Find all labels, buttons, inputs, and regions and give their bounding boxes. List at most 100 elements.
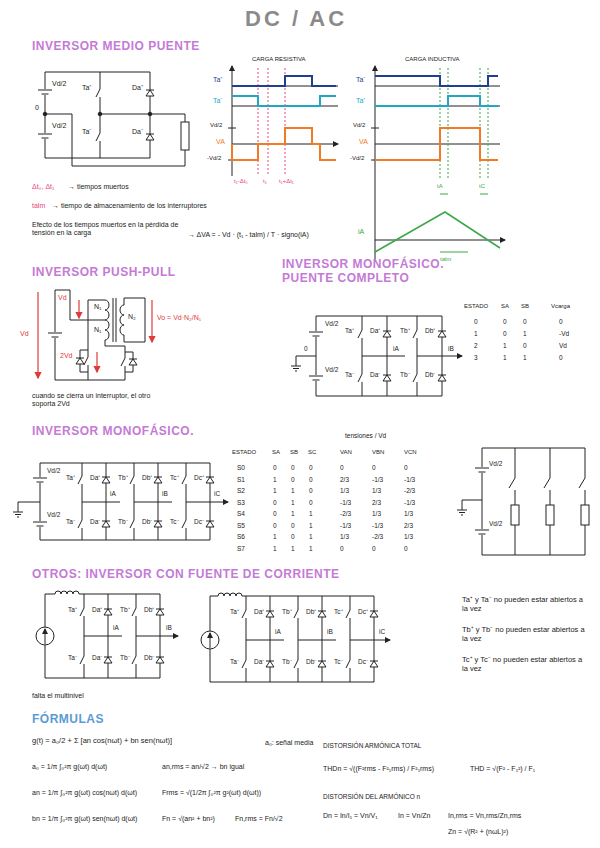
- annotation-text: Vd/2: [52, 80, 66, 88]
- annotation-text: 0: [291, 533, 295, 540]
- inductive-waveforms: [375, 96, 498, 106]
- current-source-parts: [294, 658, 303, 670]
- annotation-text: Tb⁻: [282, 658, 292, 665]
- annotation-text: 1/3: [404, 510, 413, 517]
- annotation-text: iB: [327, 628, 333, 635]
- annotation-text: -Vd: [559, 330, 569, 337]
- resistive-waveforms: [232, 128, 336, 160]
- annotation-text: Dn = In/I₁ = Vn/V₁: [323, 812, 378, 820]
- wye-load-parts: [474, 529, 490, 535]
- three-leg-parts: [78, 518, 87, 530]
- annotation-text: 0: [273, 522, 277, 529]
- annotation-text: -1/3: [372, 476, 383, 483]
- annotation-text: 0: [273, 510, 277, 517]
- current-source-circuit: [36, 627, 54, 645]
- three-leg-parts: [206, 521, 214, 527]
- current-source-circuit: [246, 596, 374, 682]
- annotation-text: 1: [523, 354, 527, 361]
- current-source-parts: [318, 661, 326, 667]
- annotation-text: 0: [503, 318, 507, 325]
- annotation-text: S7: [237, 545, 245, 552]
- annotation-text: Db⁺: [306, 608, 316, 615]
- annotation-text: a₀ = 1/π ∫₀²π g(ωt) d(ωt): [32, 763, 107, 771]
- current-source-parts: [104, 609, 112, 615]
- annotation-text: Fn = √(an² + bn²): [162, 815, 215, 823]
- half-bridge-circuit: [181, 122, 189, 150]
- annotation-text: 1: [273, 487, 277, 494]
- annotation-text: Ta⁺: [213, 76, 222, 84]
- annotation-text: Da⁺: [254, 608, 264, 615]
- annotation-text: 0: [340, 464, 344, 471]
- annotation-text: Ta⁻: [82, 128, 91, 136]
- annotation-text: 0: [291, 464, 295, 471]
- annotation-text: THDn = √((F²rms - F²₁rms) / F²₁rms): [323, 765, 434, 773]
- inductive-waveforms: [440, 68, 488, 180]
- full-bridge-parts: [308, 331, 324, 337]
- full-bridge-parts: [438, 375, 446, 381]
- push-pull-circuit: [55, 290, 125, 380]
- annotation-text: 0: [372, 464, 376, 471]
- annotation-text: ESTADO: [464, 303, 488, 310]
- current-source-circuit: [246, 640, 390, 641]
- annotation-text: 0: [291, 522, 295, 529]
- section-heading: INVERSOR MONOFÁSICO.: [32, 425, 194, 439]
- full-bridge-parts: [383, 331, 391, 337]
- resistive-waveforms: [232, 96, 336, 106]
- three-leg-parts: [32, 477, 48, 483]
- half-bridge-circuit: [43, 112, 47, 116]
- current-source-parts: [318, 611, 326, 617]
- annotation-text: Db⁺: [425, 327, 435, 334]
- three-leg-parts: [130, 474, 139, 486]
- wye-load-circuit: [544, 448, 550, 555]
- annotation-text: Da⁻: [132, 128, 143, 136]
- annotation-text: Vd/2: [210, 122, 222, 129]
- annotation-text: Efecto de los tiempos muertos en la pérd…: [32, 221, 182, 237]
- current-source-parts: [370, 661, 378, 667]
- annotation-text: Vd/2: [489, 460, 502, 467]
- annotation-text: tensiones / Vd: [345, 432, 386, 439]
- annotation-text: falta el multinivel: [32, 692, 84, 700]
- annotation-text: Vd: [58, 294, 67, 302]
- annotation-text: Ta⁺: [345, 327, 354, 334]
- annotation-text: Tb⁻: [118, 518, 128, 525]
- annotation-text: Vo = Vd·N₂/N₁: [157, 314, 201, 322]
- annotation-text: Ta⁺: [356, 97, 365, 105]
- annotation-text: 0: [559, 318, 563, 325]
- annotation-text: 1: [309, 510, 313, 517]
- annotation-text: 0: [304, 345, 308, 352]
- annotation-text: g(t) = a₀/2 + Σ [an cos(nωt) + bn sen(nω…: [32, 737, 172, 746]
- three-leg-parts: [130, 518, 139, 530]
- annotation-text: 1/3: [372, 510, 381, 517]
- annotation-text: S5: [237, 522, 245, 529]
- annotation-text: Tb⁺: [120, 606, 130, 613]
- annotation-text: t₁-Δt₀: [234, 178, 248, 185]
- full-bridge-parts: [413, 372, 422, 384]
- annotation-text: SC: [308, 449, 316, 456]
- three-leg-parts: [154, 521, 162, 527]
- current-source-parts: [294, 608, 303, 620]
- annotation-text: 0: [273, 464, 277, 471]
- push-pull-parts: [129, 359, 137, 365]
- push-pull-parts: [47, 332, 137, 368]
- annotation-text: Tb⁺: [118, 474, 128, 481]
- annotation-text: Vd/2: [52, 122, 66, 130]
- annotation-text: N₂: [128, 313, 136, 321]
- wye-load-circuit: [546, 505, 554, 525]
- annotation-text: 0: [559, 354, 563, 361]
- annotation-text: Da⁻: [370, 371, 380, 378]
- annotation-text: 2/3: [372, 499, 381, 506]
- current-source-parts: [156, 609, 164, 615]
- annotation-text: tC: [479, 183, 485, 190]
- three-leg-parts: [154, 477, 162, 483]
- annotation-text: Tc⁻: [334, 658, 343, 665]
- annotation-text: SB: [521, 303, 529, 310]
- section-heading: INVERSOR MONOFÁSICO. PUENTE COMPLETO: [282, 258, 477, 286]
- annotation-text: S1: [237, 476, 245, 483]
- annotation-text: Tb⁺: [282, 608, 292, 615]
- current-source-parts: [132, 654, 141, 666]
- annotation-text: 1: [291, 487, 295, 494]
- annotation-text: 1/3: [404, 533, 413, 540]
- annotation-text: t₁+Δt₁: [279, 178, 294, 185]
- half-bridge-circuit: [148, 112, 152, 116]
- voltage-arrows: [38, 292, 152, 378]
